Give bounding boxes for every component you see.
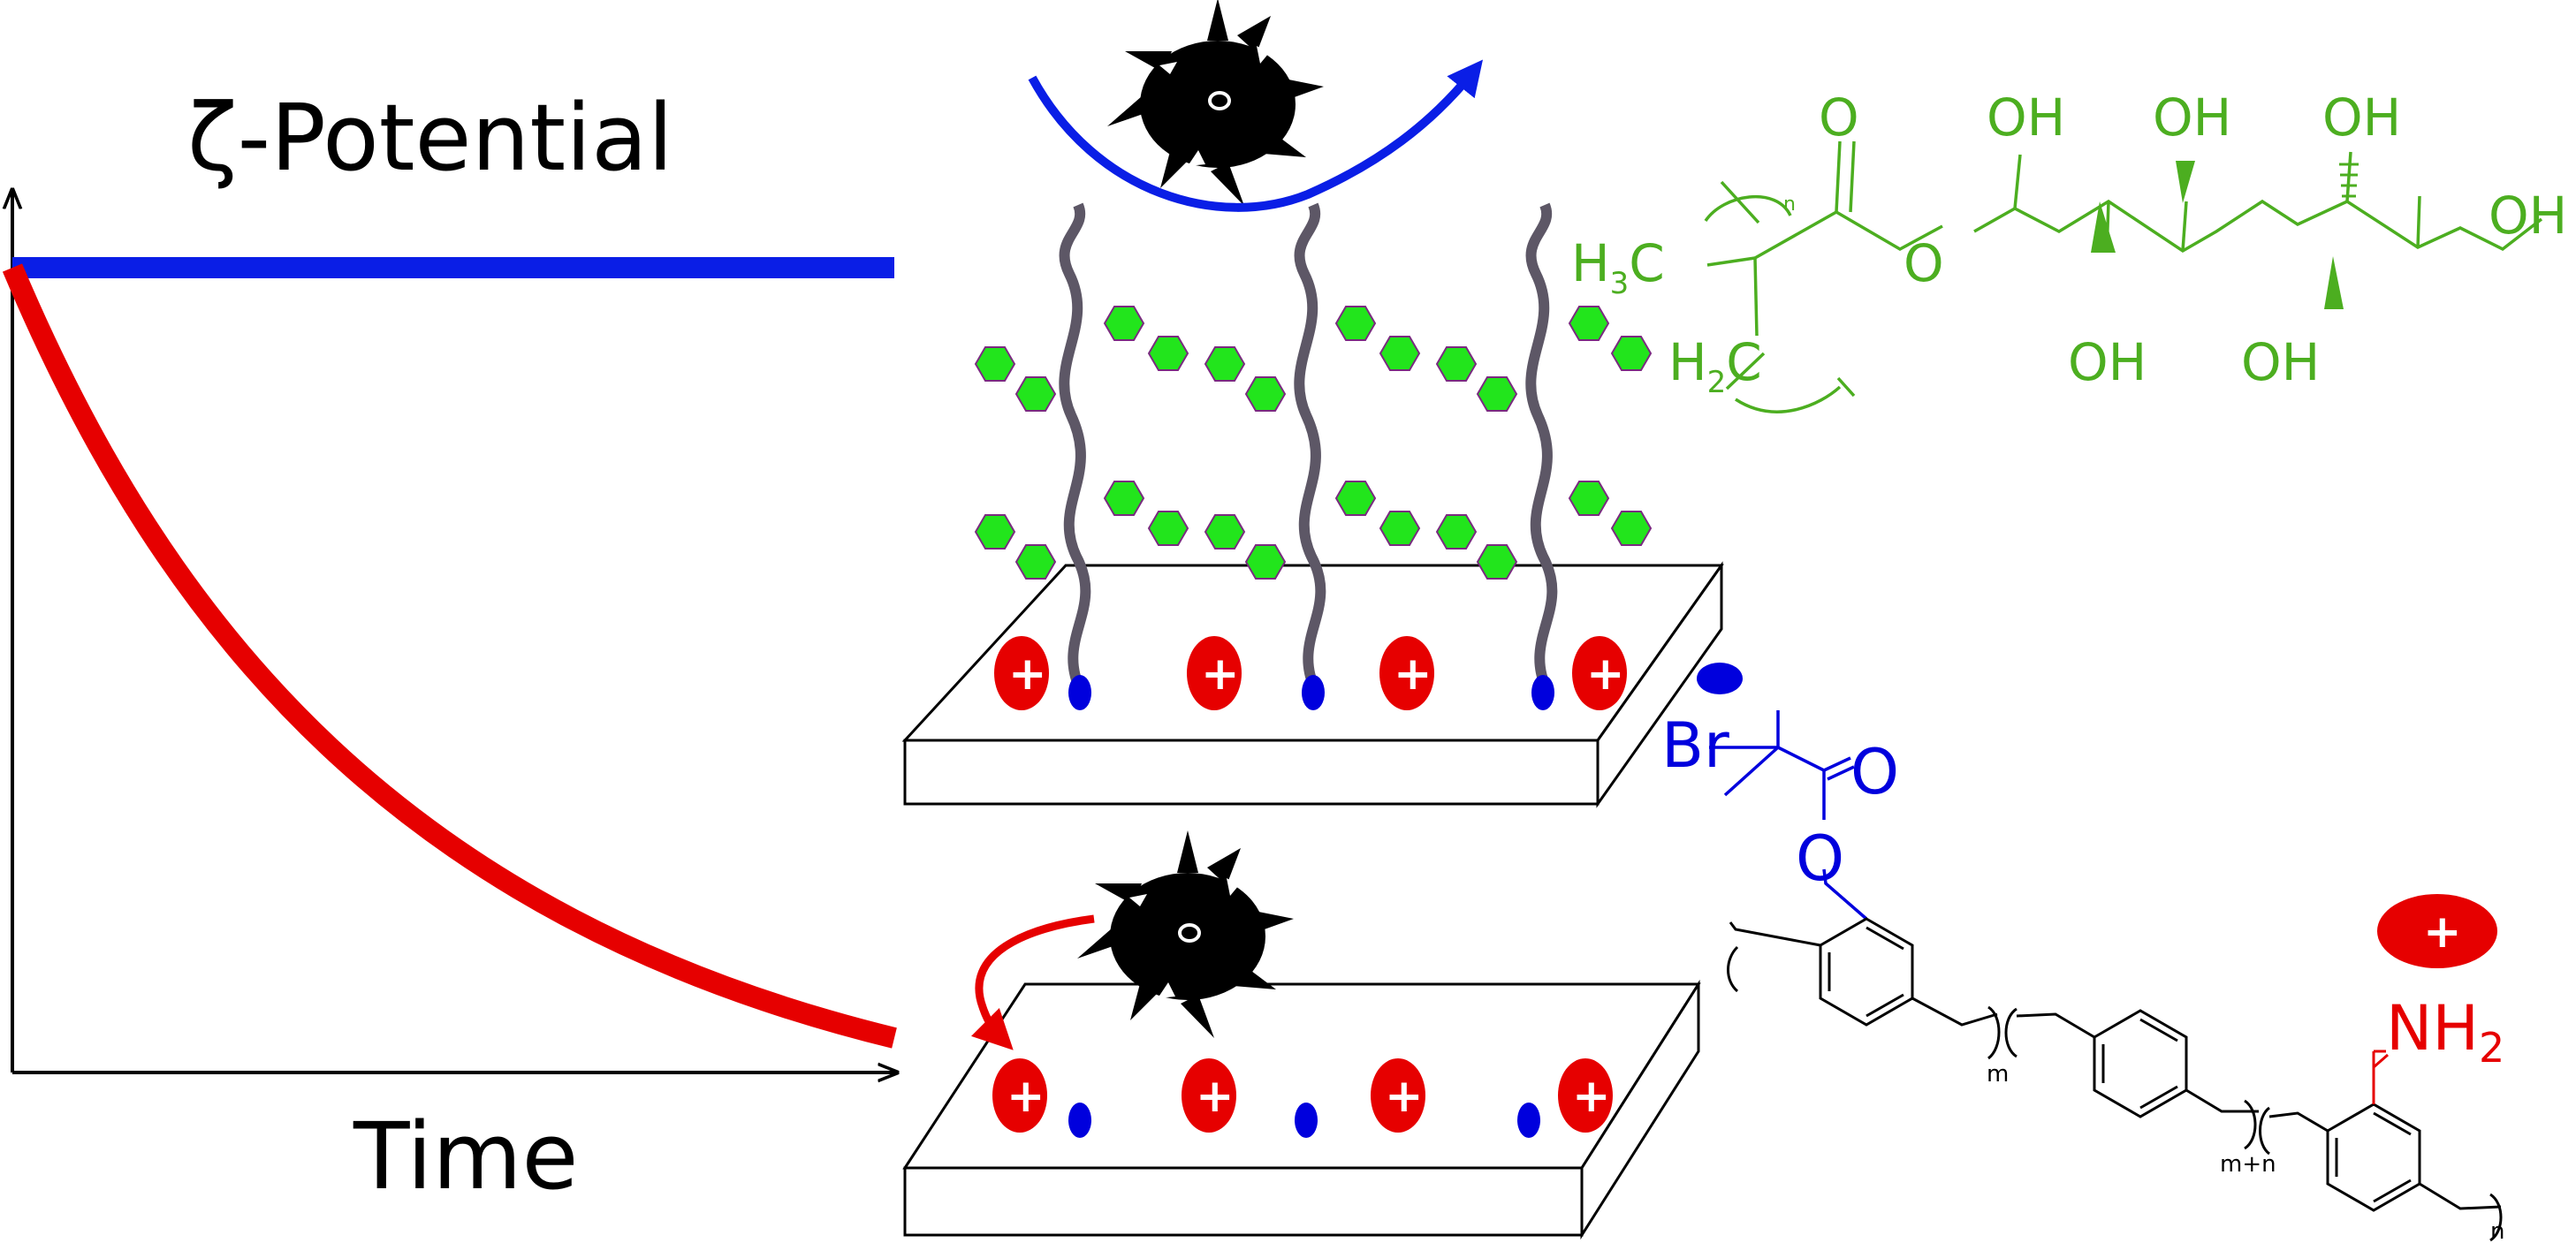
slab-side: [1596, 561, 1723, 808]
ester-o-blue: O: [1796, 822, 1844, 895]
charge-plus: +: [1008, 648, 1047, 701]
x-axis-label: Time: [353, 1103, 579, 1210]
wedge-bond: [2091, 201, 2116, 253]
anchor-dot: [1697, 663, 1743, 694]
hydroxyl-label: OH: [2489, 186, 2567, 246]
hydroxyl-label: OH: [1987, 87, 2065, 148]
repulsion-arrow: [1028, 59, 1483, 212]
charge-plus: +: [2423, 906, 2462, 959]
slab-front: [903, 739, 1600, 806]
brush-chain: [1525, 202, 1558, 692]
coated-surface: + + + +: [901, 0, 1724, 808]
slab-side: [1580, 979, 1700, 1240]
charge-plus: +: [1201, 648, 1240, 701]
hydroxyl-label: OH: [2241, 332, 2320, 392]
charge-plus: +: [1196, 1070, 1235, 1123]
amine-charge: [2377, 894, 2497, 968]
carbonyl-o-blue: O: [1850, 736, 1899, 808]
polymer-backbone: m m+n n NH2 +: [1727, 894, 2504, 1243]
wedge-bond: [2176, 161, 2195, 203]
charge-plus: +: [1394, 648, 1432, 701]
subscript-n: n: [2490, 1218, 2504, 1243]
repelled-bacterium: [1106, 0, 1326, 208]
y-axis-label: ζ-Potential: [187, 84, 673, 192]
subscript-m-plus-n: m+n: [2220, 1151, 2276, 1178]
glycomonomer-structure: O O OH OH OH OH OH OH H3C H2C n: [1571, 87, 2567, 413]
surface-charges: + + + +: [994, 636, 1627, 710]
initiator-structure: Br O O: [1661, 663, 1899, 921]
slab-front: [903, 1166, 1584, 1237]
repeat-subscript-n: n: [1783, 193, 1796, 216]
charge-plus: +: [1586, 648, 1625, 701]
hydroxyl-label: OH: [2068, 332, 2147, 392]
charge-plus: +: [1572, 1070, 1611, 1123]
charge-plus: +: [1007, 1070, 1045, 1123]
polymer-brush: [1059, 202, 1558, 692]
methyl-label: H3C: [1571, 233, 1665, 301]
hydroxyl-label: OH: [2153, 87, 2231, 148]
zeta-potential-graph: ζ-Potential Time: [12, 84, 897, 1210]
bromine-label: Br: [1661, 709, 1729, 782]
attraction-arrow: [970, 914, 1095, 1050]
subscript-m: m: [1987, 1061, 2009, 1088]
charge-plus: +: [1385, 1070, 1424, 1123]
carbonyl-o-green: O: [1819, 87, 1859, 148]
methylene-label: H2C: [1668, 332, 1762, 400]
brush-chain: [1294, 202, 1326, 692]
hashed-bond: [2339, 163, 2359, 198]
amine-label: NH2: [2386, 992, 2504, 1072]
hydroxyl-label: OH: [2322, 87, 2401, 148]
brush-chain: [1059, 202, 1091, 692]
red-curve: [2, 263, 897, 1049]
uncoated-surface: + + + +: [902, 829, 1701, 1240]
wedge-bond: [2324, 256, 2344, 309]
surface-charges: + + + +: [992, 1058, 1613, 1138]
ester-o-green: O: [1904, 233, 1944, 293]
